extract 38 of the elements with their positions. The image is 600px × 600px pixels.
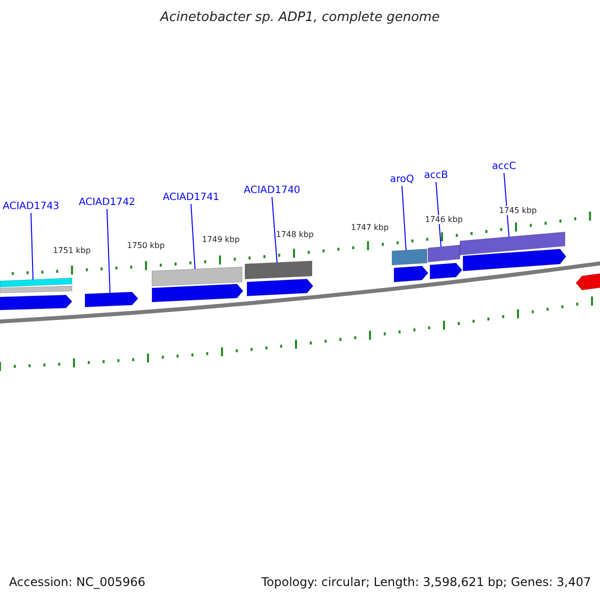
gene-bar bbox=[428, 244, 460, 262]
gene-bar bbox=[460, 232, 566, 256]
leader-line bbox=[504, 172, 510, 238]
gene-label: ACIAD1742 bbox=[78, 197, 136, 209]
gene-bar bbox=[152, 266, 242, 286]
scale-label: 1747 kbp bbox=[351, 223, 389, 232]
gene-shape bbox=[394, 266, 428, 282]
gene-bar bbox=[0, 278, 72, 288]
gene-label: ACIAD1741 bbox=[162, 192, 220, 204]
scale-label: 1748 kbp bbox=[276, 230, 314, 239]
scale-label: 1750 kbp bbox=[127, 241, 165, 250]
leader-line bbox=[272, 196, 278, 264]
gene-shape bbox=[0, 294, 72, 310]
gene-label: ACIAD1743 bbox=[2, 201, 60, 213]
scale-label: 1751 kbp bbox=[53, 246, 91, 255]
accession-text: Accession: NC_005966 bbox=[9, 575, 146, 589]
gene-label: ACIAD1740 bbox=[244, 185, 300, 197]
gene-bar bbox=[244, 260, 312, 280]
scale-label: 1746 kbp bbox=[425, 215, 463, 224]
gene-shape bbox=[152, 284, 244, 302]
leader-line bbox=[436, 182, 442, 248]
leader-line bbox=[402, 186, 406, 251]
leader-line bbox=[190, 204, 196, 270]
scale-label: 1745 kbp bbox=[499, 206, 537, 215]
gene-shape bbox=[246, 278, 314, 296]
gene-shape bbox=[462, 248, 566, 272]
scale-label: 1749 kbp bbox=[202, 235, 240, 244]
leader-line bbox=[106, 208, 110, 294]
gene-label: accC bbox=[492, 161, 516, 173]
gene-shape bbox=[84, 292, 138, 308]
leader-line bbox=[30, 212, 34, 280]
gene-shape bbox=[430, 262, 462, 280]
gene-label: accB bbox=[424, 170, 448, 182]
gene-bar bbox=[392, 248, 428, 266]
gene-label: aroQ bbox=[390, 174, 414, 186]
gene-shape bbox=[576, 272, 600, 290]
diagram-title: Acinetobacter sp. ADP1, complete genome bbox=[160, 10, 440, 25]
genome-summary: Topology: circular; Length: 3,598,621 bp; Genes: 3,407 bbox=[261, 575, 591, 589]
